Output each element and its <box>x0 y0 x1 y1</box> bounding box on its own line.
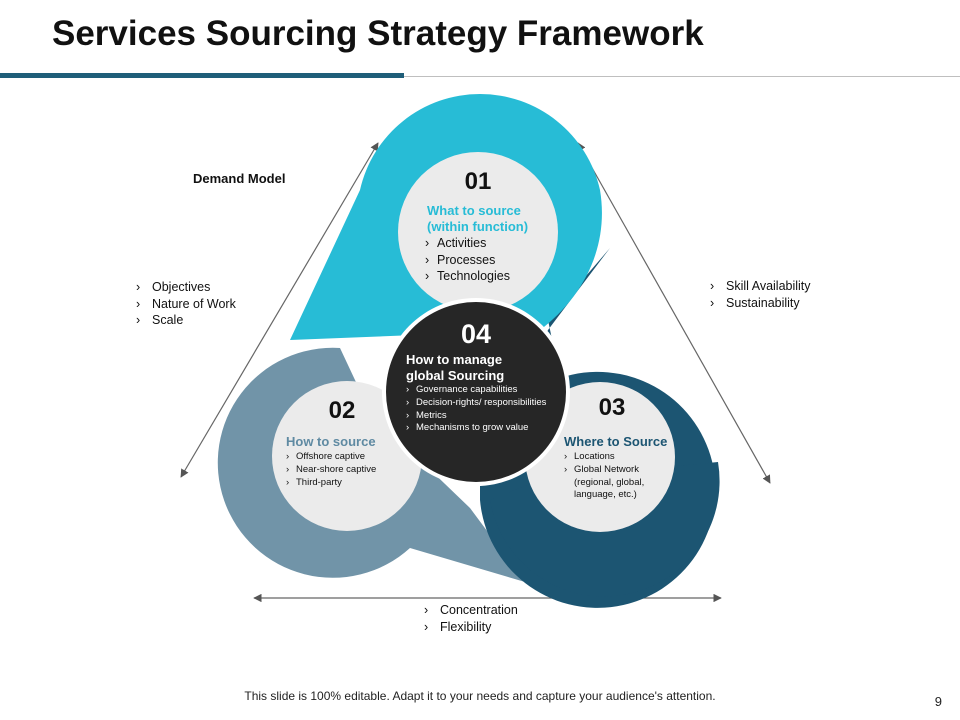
list-item: Skill Availability <box>708 278 811 295</box>
center-step-number: 04 <box>460 319 492 349</box>
left-double-arrow <box>180 142 379 478</box>
page-number: 9 <box>934 694 942 709</box>
list-item: Decision-rights/ responsibilities <box>406 397 546 410</box>
bottom-list: Concentration Flexibility <box>422 602 518 635</box>
list-item: Technologies <box>425 268 510 285</box>
top-step-list: Activities Processes Technologies <box>425 235 510 285</box>
demand-model-list: Objectives Nature of Work Scale <box>134 279 236 329</box>
list-item: Activities <box>425 235 510 252</box>
list-item: Objectives <box>134 279 236 296</box>
center-step-list: Governance capabilities Decision-rights/… <box>406 384 546 435</box>
demand-model-label: Demand Model <box>193 171 286 186</box>
supply-list: Skill Availability Sustainability <box>708 278 811 311</box>
list-item: Nature of Work <box>134 296 236 313</box>
right-double-arrow <box>577 142 771 484</box>
list-item: Metrics <box>406 410 546 423</box>
title-accent-rule <box>0 73 404 78</box>
left-step-heading: How to source <box>286 434 376 449</box>
list-item: Flexibility <box>422 619 518 636</box>
list-item: Concentration <box>422 602 518 619</box>
right-step-heading: Where to Source <box>564 434 668 449</box>
right-step-list: Locations Global Network (regional, glob… <box>564 451 644 502</box>
right-step-number: 03 <box>598 394 626 421</box>
list-item: Scale <box>134 312 236 329</box>
top-step-heading-line2: (within function) <box>427 219 529 234</box>
list-item: Sustainability <box>708 295 811 312</box>
left-step-number: 02 <box>328 397 356 424</box>
list-item: Mechanisms to grow value <box>406 422 546 435</box>
center-step-heading: How to manage global Sourcing <box>406 352 504 384</box>
title-divider-rule <box>404 76 960 77</box>
list-item: (regional, global, <box>574 476 645 488</box>
list-item: language, etc.) <box>574 489 637 501</box>
top-step-heading: What to source (within function) <box>427 203 528 235</box>
left-step-list: Offshore captive Near-shore captive Thir… <box>286 451 376 489</box>
center-step-heading-line1: How to manage <box>406 352 503 367</box>
list-item: Near-shore captive <box>286 464 376 477</box>
list-item: Global Network <box>564 464 644 477</box>
list-item: Locations <box>564 451 644 464</box>
top-step-number: 01 <box>464 168 492 195</box>
list-item: Processes <box>425 252 510 269</box>
top-step-heading-line1: What to source <box>427 203 521 218</box>
footer-note: This slide is 100% editable. Adapt it to… <box>244 689 716 703</box>
list-item: Offshore captive <box>286 451 376 464</box>
center-step-heading-line2: global Sourcing <box>406 368 505 383</box>
list-item: Third-party <box>286 477 376 490</box>
page-title: Services Sourcing Strategy Framework <box>52 14 704 53</box>
list-item: Governance capabilities <box>406 384 546 397</box>
